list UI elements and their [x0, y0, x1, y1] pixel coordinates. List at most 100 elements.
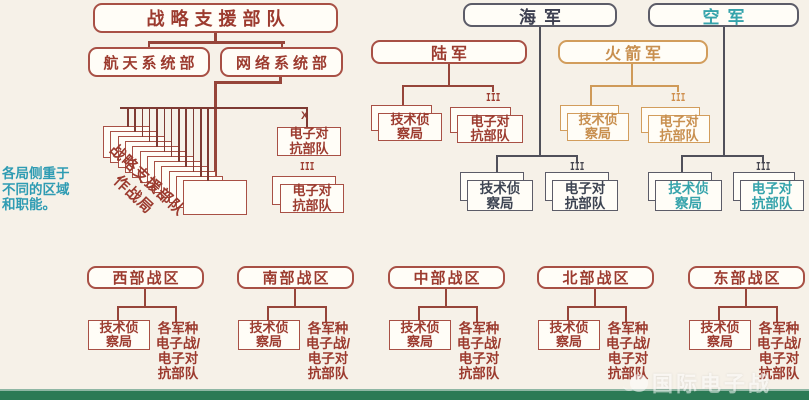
theater-central-tech-recon-label: 技术侦 察局 — [400, 319, 440, 349]
theater-north-tech-recon-label: 技术侦 察局 — [549, 319, 589, 349]
ssf-dept-aerospace-box: 航天系统部 — [88, 47, 210, 77]
connector-line — [117, 306, 177, 308]
theater-north-label: 北部战区 — [562, 270, 631, 287]
connector-line — [576, 155, 578, 162]
echelon-iii-badge: III — [570, 160, 585, 173]
connector-line — [144, 289, 146, 308]
theater-east-joint-ew-label: 各军种 电子战/ 电子对 抗部队 — [756, 321, 802, 381]
ssf-dept-network-label: 网络系统部 — [235, 54, 331, 72]
connector-line — [445, 289, 447, 308]
navy-header-box: 海军 — [463, 3, 617, 27]
cascade-connector-line — [163, 107, 165, 152]
theater-north-box: 北部战区 — [537, 266, 654, 289]
cascade-connector-line — [200, 107, 202, 177]
connector-line — [279, 77, 282, 84]
army-ecm-box: 电子对 抗部队 — [457, 113, 523, 143]
cascade-connector-line — [148, 107, 151, 142]
theater-south-tech-recon-box: 技术侦 察局 — [238, 320, 300, 350]
airforce-ecm-box: 电子对 抗部队 — [740, 180, 804, 211]
connector-line — [496, 155, 498, 172]
connector-line — [492, 85, 494, 92]
connector-line — [718, 306, 720, 320]
theater-south-joint-ew-label: 各军种 电子战/ 电子对 抗部队 — [305, 321, 351, 381]
theater-south-box: 南部战区 — [237, 266, 354, 289]
cascade-connector-line — [134, 107, 136, 132]
watermark: 国际电子战 — [623, 369, 808, 397]
theater-west-tech-recon-label: 技术侦 察局 — [99, 319, 139, 349]
airforce-ecm-label: 电子对 抗部队 — [751, 180, 793, 211]
rocket-tech-recon-label: 技术侦 察局 — [578, 111, 618, 141]
army-tech-recon-label: 技术侦 察局 — [390, 111, 430, 141]
theater-west-joint-ew-label: 各军种 电子战/ 电子对 抗部队 — [155, 321, 201, 381]
theater-central-joint-ew-label: 各军种 电子战/ 电子对 抗部队 — [456, 321, 502, 381]
bureau-note: 各局侧重于 不同的区域 和职能。 — [2, 166, 70, 212]
connector-line — [625, 306, 627, 322]
connector-line — [267, 306, 327, 308]
connector-line — [496, 155, 578, 157]
theater-east-label: 东部战区 — [713, 270, 782, 287]
connector-line — [539, 27, 541, 155]
connector-line — [402, 85, 404, 105]
rocket-label: 火箭军 — [604, 46, 665, 63]
theater-south-tech-recon-label: 技术侦 察局 — [249, 319, 289, 349]
ssf-dept-aerospace-label: 航天系统部 — [103, 54, 199, 72]
connector-line — [267, 306, 269, 320]
navy-tech-recon-label: 技术侦 察局 — [479, 180, 521, 211]
connector-line — [567, 306, 569, 320]
cascade-connector-line — [156, 107, 158, 147]
cascade-connector-line — [185, 107, 187, 167]
connector-line — [294, 289, 296, 308]
theater-west-tech-recon-box: 技术侦 察局 — [88, 320, 150, 350]
army-header-box: 陆军 — [371, 40, 527, 64]
army-label: 陆军 — [430, 46, 471, 63]
ssf-title: 战略支援部队 — [146, 9, 291, 29]
connector-line — [745, 289, 747, 308]
connector-line — [723, 27, 725, 155]
theater-central-label: 中部战区 — [413, 270, 482, 287]
connector-line — [718, 306, 778, 308]
connector-line — [402, 85, 494, 87]
cascade-connector-line — [170, 107, 173, 157]
cascade-connector-line — [141, 107, 144, 137]
ssf-header-box: 战略支援部队 — [93, 3, 338, 33]
airforce-tech-recon-label: 技术侦 察局 — [668, 180, 709, 211]
connector-line — [681, 155, 683, 172]
cascade-connector-line — [178, 107, 180, 162]
theater-east-tech-recon-box: 技术侦 察局 — [689, 320, 751, 350]
navy-label: 海军 — [519, 7, 569, 27]
rocket-ecm-box: 电子对 抗部队 — [648, 114, 710, 143]
connector-line — [148, 41, 285, 44]
theater-central-box: 中部战区 — [388, 266, 505, 289]
airforce-header-box: 空军 — [648, 3, 799, 27]
rocket-tech-recon-box: 技术侦 察局 — [567, 111, 629, 141]
navy-tech-recon-box: 技术侦 察局 — [467, 180, 533, 211]
connector-line — [590, 85, 592, 105]
watermark-text: 国际电子战 — [652, 373, 772, 396]
connector-line — [448, 64, 450, 86]
connector-line — [214, 81, 282, 84]
connector-line — [120, 107, 308, 109]
theater-east-box: 东部战区 — [688, 266, 805, 289]
connector-line — [418, 306, 478, 308]
connector-line — [590, 85, 679, 87]
theater-west-label: 西部战区 — [112, 270, 181, 287]
connector-line — [681, 155, 764, 157]
connector-line — [476, 306, 478, 322]
connector-line — [418, 306, 420, 320]
echelon-iii-badge: III — [671, 91, 686, 104]
ssf-ecm-upper-label: 电子对 抗部队 — [289, 126, 329, 156]
connector-line — [117, 306, 119, 320]
ssf-ecm-upper-box: 电子对 抗部队 — [277, 126, 341, 156]
cascade-front-box — [183, 180, 247, 215]
army-ecm-label: 电子对 抗部队 — [470, 113, 510, 143]
theater-north-tech-recon-box: 技术侦 察局 — [538, 320, 600, 350]
connector-line — [762, 155, 764, 162]
watermark-dove-icon — [623, 374, 648, 392]
airforce-tech-recon-box: 技术侦 察局 — [655, 180, 722, 211]
ssf-dept-network-box: 网络系统部 — [220, 47, 343, 77]
theater-central-tech-recon-box: 技术侦 察局 — [389, 320, 451, 350]
echelon-iii-badge: III — [756, 160, 771, 173]
connector-line — [567, 306, 627, 308]
